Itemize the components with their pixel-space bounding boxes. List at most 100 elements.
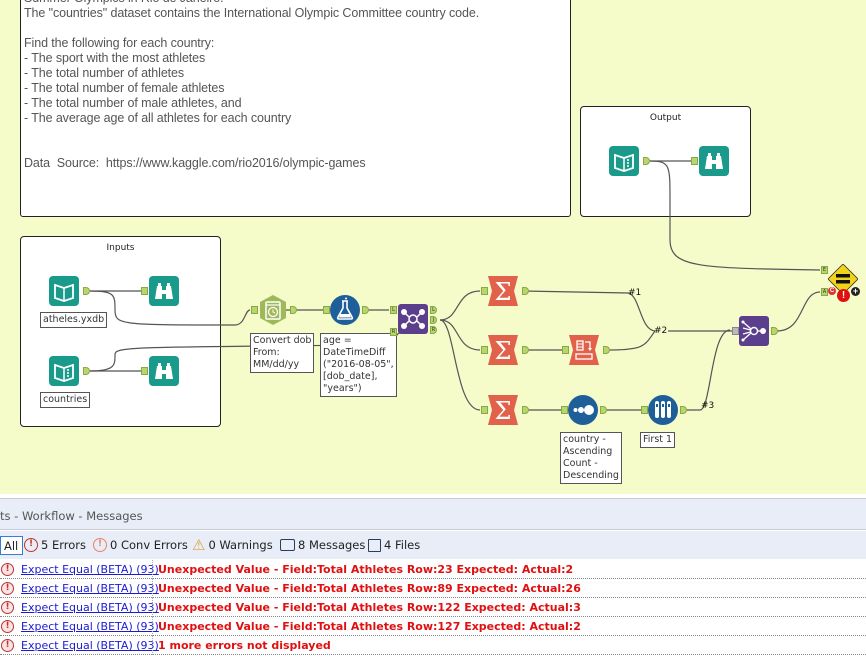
formula-annotation: age = DateTimeDiff ("2016-08-05", [dob_d… [320, 333, 397, 397]
message-tool-link[interactable]: Expect Equal (BETA) (93) [21, 582, 159, 595]
column-divider [152, 579, 153, 598]
union-tool[interactable] [739, 316, 769, 346]
filter-warnings-button[interactable]: ⚠ 0 Warnings [192, 536, 273, 554]
browse-tool-athletes[interactable] [149, 276, 179, 306]
input-anchor[interactable] [561, 406, 568, 414]
output-anchor[interactable] [600, 406, 607, 414]
message-icon [280, 539, 295, 551]
message-text: Unexpected Value - Field:Total Athletes … [158, 582, 581, 595]
browse-tool-countries[interactable] [149, 356, 179, 386]
cache-icon: C [828, 287, 836, 295]
wire-label-1: #1 [628, 288, 642, 298]
input-anchor[interactable] [562, 346, 569, 354]
message-row[interactable]: ! Expect Equal (BETA) (93)1 more errors n… [0, 636, 866, 655]
output-anchor[interactable] [522, 406, 529, 414]
input-data-tool-athletes[interactable] [49, 276, 79, 306]
sort-annotation: country - Ascending Count - Descending [560, 432, 622, 484]
output-container-title: Output [649, 113, 682, 123]
output-anchor[interactable] [643, 157, 650, 165]
filter-conv-errors-label: 0 Conv Errors [110, 538, 188, 552]
message-tool-link[interactable]: Expect Equal (BETA) (93) [21, 601, 159, 614]
sort-tool[interactable] [568, 395, 598, 425]
browse-tool-output[interactable] [699, 146, 729, 176]
conv-error-icon: ! [93, 538, 107, 552]
add-plus-icon[interactable]: + [851, 286, 860, 296]
message-text: Unexpected Value - Field:Total Athletes … [158, 563, 574, 576]
join-tool[interactable] [398, 304, 428, 334]
expect-equal-tool[interactable] [828, 264, 858, 294]
input-anchor[interactable] [641, 406, 648, 414]
union-input-anchor[interactable] [732, 327, 739, 335]
countries-input-annotation: countries [40, 392, 91, 408]
filter-bar: All ! 5 Errors ! 0 Conv Errors ⚠ 0 Warni… [0, 531, 866, 559]
filter-warnings-label: 0 Warnings [208, 538, 273, 552]
crosstab-tool[interactable] [569, 335, 599, 365]
input-data-tool-countries[interactable] [49, 356, 79, 386]
filter-files-button[interactable]: 4 Files [368, 538, 420, 552]
file-icon [368, 538, 381, 552]
input-anchor[interactable] [141, 287, 148, 295]
output-anchor[interactable] [83, 287, 90, 295]
message-row[interactable]: !Expect Equal (BETA) (93)Unexpected Valu… [0, 579, 866, 598]
input-anchor[interactable] [691, 157, 698, 165]
message-text: 1 more errors not displayed [158, 639, 331, 652]
output-anchor[interactable] [362, 306, 369, 314]
warning-icon: ⚠ [192, 536, 206, 554]
summarize-tool-2[interactable]: Σ [488, 335, 518, 365]
message-row[interactable]: ! Expect Equal (BETA) (93)Unexpected Valu… [0, 560, 866, 579]
output-anchor[interactable] [83, 367, 90, 375]
expect-expected-anchor[interactable]: E [821, 266, 828, 274]
wire [609, 330, 656, 351]
message-row[interactable]: !Expect Equal (BETA) (93)Unexpected Valu… [0, 617, 866, 636]
message-tool-link[interactable]: Expect Equal (BETA) (93) [21, 620, 159, 633]
expect-actual-anchor[interactable]: A [821, 288, 828, 296]
summarize-tool-1[interactable]: Σ [488, 276, 518, 306]
error-indicator-icon[interactable]: ! [837, 289, 850, 302]
wire [439, 319, 481, 351]
wire-label-2: #2 [654, 326, 668, 336]
join-right-anchor[interactable]: R [390, 328, 397, 336]
message-tool-link[interactable]: Expect Equal (BETA) (93) [21, 563, 159, 576]
output-anchor[interactable] [771, 327, 778, 335]
join-left-anchor[interactable]: L [390, 306, 397, 314]
output-anchor[interactable] [680, 406, 687, 414]
message-row[interactable]: !Expect Equal (BETA) (93)Unexpected Valu… [0, 598, 866, 617]
message-tool-link[interactable]: Expect Equal (BETA) (93) [21, 639, 159, 652]
output-anchor[interactable] [522, 287, 529, 295]
filter-conv-errors-button[interactable]: ! 0 Conv Errors [93, 538, 188, 552]
error-icon: ! [1, 620, 14, 633]
output-anchor[interactable] [522, 346, 529, 354]
description-comment[interactable]: Summer Olympics in Rio de Janeiro. The "… [20, 0, 571, 217]
error-icon: ! [1, 601, 14, 614]
column-divider [152, 598, 153, 617]
input-anchor[interactable] [141, 367, 148, 375]
panel-title: ts - Workflow - Messages [0, 509, 143, 523]
input-anchor[interactable] [481, 346, 488, 354]
workflow-canvas[interactable]: Summer Olympics in Rio de Janeiro. The "… [0, 0, 866, 494]
filter-all-button[interactable]: All [0, 536, 24, 555]
join-out-l-anchor[interactable]: L [430, 306, 437, 314]
input-anchor[interactable] [323, 306, 330, 314]
sample-tool[interactable] [648, 395, 678, 425]
wire [776, 291, 821, 332]
error-icon: ! [1, 563, 14, 576]
filter-errors-button[interactable]: ! 5 Errors [24, 538, 86, 552]
input-anchor[interactable] [481, 287, 488, 295]
input-anchor[interactable] [481, 406, 488, 414]
input-anchor[interactable] [251, 306, 258, 314]
datetime-annotation: Convert dob From: MM/dd/yy [250, 333, 315, 373]
datetime-tool[interactable] [258, 295, 288, 325]
output-anchor[interactable] [603, 346, 610, 354]
svg-text:Σ: Σ [495, 337, 512, 365]
error-icon: ! [1, 639, 14, 652]
output-anchor[interactable] [290, 306, 297, 314]
filter-messages-button[interactable]: 8 Messages [280, 538, 365, 552]
panel-title-bar: ts - Workflow - Messages [0, 498, 866, 530]
formula-tool[interactable] [330, 295, 360, 325]
column-divider [152, 636, 153, 655]
summarize-tool-3[interactable]: Σ [488, 395, 518, 425]
join-out-r-anchor[interactable]: R [430, 326, 437, 334]
join-out-j-anchor[interactable]: J [430, 316, 437, 324]
description-text: Summer Olympics in Rio de Janeiro. The "… [24, 0, 480, 170]
input-data-tool-output[interactable] [609, 146, 639, 176]
